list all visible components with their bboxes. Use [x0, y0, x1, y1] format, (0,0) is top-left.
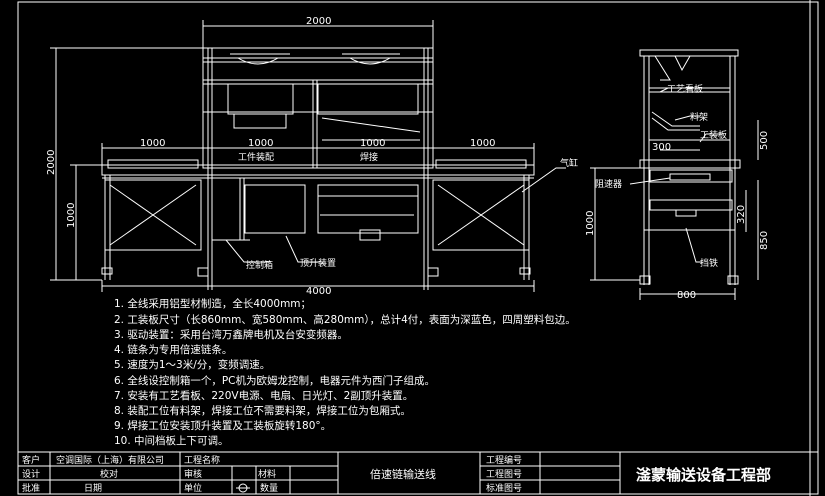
tb-project-no-label: 工程编号: [486, 454, 522, 466]
tb-drawing-no-label: 工程图号: [486, 469, 522, 480]
note-9: 9. 焊接工位安装顶升装置及工装板旋转180°。: [114, 419, 331, 432]
label-cylinder: 气缸: [560, 157, 578, 169]
side-view: [590, 49, 759, 300]
tb-page-label: 标准图号: [486, 482, 522, 494]
tb-project-name-label: 工程名称: [184, 454, 220, 466]
dim-table-height: 1000: [66, 203, 77, 228]
tb-qty-label: 数量: [260, 482, 278, 494]
tb-approver-label: 批准: [22, 482, 40, 494]
tb-checker-label: 校对: [100, 468, 118, 480]
title-block: [17, 451, 819, 495]
label-control-box: 控制箱: [246, 259, 273, 271]
dim-side-mid: 300: [652, 142, 671, 153]
note-6: 6. 全线设控制箱一个，PC机为欧姆龙控制，电器元件为西门子组成。: [114, 374, 435, 387]
dim-overall-height: 2000: [46, 150, 57, 175]
label-lift-device: 顶升装置: [300, 257, 336, 269]
dim-mid-left: 1000: [248, 138, 273, 149]
label-process-board: 工艺看板: [667, 83, 703, 95]
dim-mid-right: 1000: [360, 138, 385, 149]
dim-side-height: 850: [759, 231, 770, 250]
dim-left-wing: 1000: [140, 138, 165, 149]
label-stopper: 挡铁: [700, 257, 718, 269]
dim-right-wing: 1000: [470, 138, 495, 149]
label-station-welding: 焊接: [360, 151, 378, 163]
tb-company: 滏蒙输送设备工程部: [636, 466, 771, 484]
tb-customer-value: 空调国际（上海）有限公司: [56, 454, 164, 466]
dim-side-table: 1000: [585, 211, 596, 236]
dim-side-width: 800: [677, 290, 696, 301]
tb-drawing-title: 倍速链输送线: [370, 467, 436, 481]
note-7: 7. 安装有工艺看板、220V电源、电扇、日光灯、2副顶升装置。: [114, 389, 413, 402]
tb-designer-label: 设计: [22, 468, 40, 480]
note-3: 3. 驱动装置：采用台湾万鑫牌电机及台安变频器。: [114, 328, 348, 341]
dim-side-top: 500: [759, 131, 770, 150]
label-fixture-board: 工装板: [700, 129, 727, 141]
dim-overall-length: 4000: [306, 286, 331, 297]
dim-top-width: 2000: [306, 16, 331, 27]
dim-side-conveyor: 320: [736, 205, 747, 224]
label-station-assembly: 工件装配: [238, 151, 274, 163]
note-2: 2. 工装板尺寸（长860mm、宽580mm、高280mm），总计4付，表面为深…: [114, 313, 576, 326]
tb-reviewer-label: 审核: [184, 468, 202, 480]
technical-notes: 1. 全线采用铝型材制造，全长4000mm； 2. 工装板尺寸（长860mm、宽…: [114, 297, 576, 447]
note-4: 4. 链条为专用倍速链条。: [114, 343, 232, 356]
label-material-rack: 料架: [690, 111, 708, 123]
note-10: 10. 中间档板上下可调。: [114, 434, 229, 447]
tb-date-label: 日期: [84, 483, 102, 494]
note-1: 1. 全线采用铝型材制造，全长4000mm；: [114, 297, 311, 310]
front-view: [50, 20, 566, 292]
label-reducer: 阻速器: [595, 179, 622, 190]
note-5: 5. 速度为1～3米/分，变频调速。: [114, 358, 270, 371]
note-8: 8. 装配工位有料架，焊接工位不需要料架，焊接工位为包厢式。: [114, 404, 411, 417]
tb-unit-label: 单位: [184, 482, 202, 494]
tb-material-label: 材料: [258, 468, 276, 480]
tb-customer-label: 客户: [22, 454, 40, 466]
